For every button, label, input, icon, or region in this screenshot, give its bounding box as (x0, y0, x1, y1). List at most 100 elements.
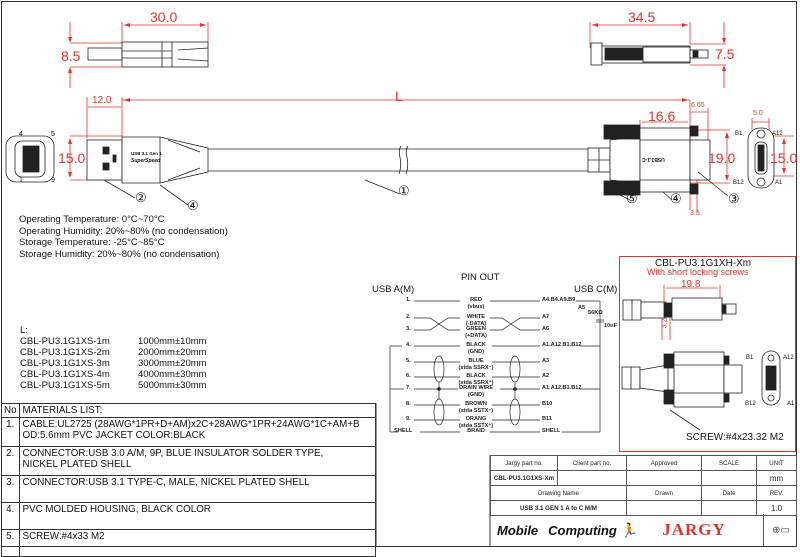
dest-pin: A6 (542, 326, 550, 332)
wire-color: GREEN (466, 326, 486, 332)
length-value: 2000mm±20mm (138, 347, 207, 358)
resistor-value: 56KΩ (588, 310, 603, 316)
spec-line: Storage Temperature: -25°C~85°C (19, 237, 165, 248)
dim-usb-c-tip: 6.65 (691, 102, 705, 109)
wire-color: RED (470, 297, 482, 303)
dim-usb-a-length: 30.0 (150, 9, 178, 25)
spec-line: Operating Humidity: 20%~80% (no condensa… (19, 225, 228, 237)
callout-4b: ④ (670, 191, 682, 206)
scale-value (701, 470, 757, 486)
item-no: 2. (1, 446, 20, 476)
dest-pin: SHELL (542, 428, 561, 434)
dest-pin: B11 (542, 416, 552, 422)
logo-strip: Mobile Computing 🏃 JARGY (491, 514, 763, 546)
client-part-value (557, 470, 627, 486)
variant-title: CBL-PU3.1G1XH-Xm (655, 258, 752, 269)
usb-c-pin-label: B12 (733, 180, 744, 186)
callout-5: ⑤ (626, 191, 638, 206)
materials-row: 1. CABLE:UL2725 (28AWG*1PR+D+AM)x2C+28AW… (1, 417, 377, 447)
dim-usb-c-screw: 3.5 (690, 210, 700, 217)
item-desc-line: CONNECTOR:USB 3.0 A/M, 9P, BLUE INSULATO… (22, 448, 324, 459)
length-value: 5000mm±30mm (138, 380, 207, 391)
variant-screw-dim: 3.2 (661, 318, 669, 329)
callout-2: ② (135, 190, 147, 205)
wire-color: BROWN (465, 401, 487, 407)
pin-number: 6. (406, 373, 411, 379)
materials-row: 4. PVC MOLDED HOUSING, BLACK COLOR (1, 502, 377, 530)
environment-specs: Operating Temperature: 0°C~70°C Operatin… (19, 214, 228, 260)
usb-a-pin-label: 1 (19, 177, 23, 184)
pin-number: 7. (406, 385, 411, 391)
approved-value (626, 470, 702, 486)
item-no: 5. (1, 529, 20, 557)
item-desc: CABLE:UL2725 (28AWG*1PR+D+AM)x2C+28AWG*1… (18, 417, 377, 447)
materials-title: MATERIALS LIST: (18, 403, 377, 418)
materials-no-header: No (1, 403, 20, 418)
item-desc: PVC MOLDED HOUSING, BLACK COLOR (18, 502, 377, 530)
dest-pin: A2 (542, 373, 550, 379)
length-row: CBL-PU3.1G1XS-4m 4000mm±30mm (20, 369, 207, 380)
wire-color: BLACK (466, 342, 486, 348)
dest-pin: A7 (542, 314, 550, 320)
length-row: CBL-PU3.1G1XS-5m 5000mm±30mm (20, 380, 207, 391)
length-value: 4000mm±30mm (138, 369, 207, 380)
logo-jargy: JARGY (662, 520, 726, 539)
pin-number: 3. (406, 326, 411, 332)
length-row: CBL-PU3.1G1XS-2m 2000mm±20mm (20, 347, 207, 358)
unit-value: mm (756, 470, 797, 486)
pin-number: SHELL (394, 428, 413, 434)
part-number: CBL-PU3.1G1XS-1m (20, 336, 110, 347)
wire-color: ORANG (465, 416, 487, 422)
wire-signal: (-DATA) (465, 321, 487, 327)
h-drawn: Drawn (626, 485, 702, 501)
variant-pin-label: B1 (746, 355, 754, 361)
dim-usb-a-height: 8.5 (61, 48, 81, 64)
variant-pin-label: A12 (783, 355, 794, 361)
h-unit: UNIT (756, 455, 797, 471)
variant-pin-label: B12 (745, 401, 756, 407)
dim-face-height: 15.0 (770, 150, 798, 166)
wire-color: BRAID (467, 428, 485, 434)
usb-c-pin-label: B1 (735, 131, 743, 137)
wire-signal: (+DATA) (465, 333, 487, 339)
wire-signal: (stda SSTX⁻) (458, 408, 494, 414)
part-number: CBL-PU3.1G1XS-3m (20, 358, 110, 369)
pin-number: 2. (406, 314, 411, 320)
h-approved: Approved (626, 455, 702, 471)
dim-face-width: 5.0 (753, 110, 763, 117)
materials-row: 3. CONNECTOR:USB 3.1 TYPE-C, MALE, NICKE… (1, 475, 377, 503)
dim-usb-a-plug: 12.0 (92, 95, 112, 106)
part-number: CBL-PU3.1G1XS-4m (20, 369, 110, 380)
wire-signal: (stda SSRX⁻) (458, 365, 494, 371)
wire-color: BLUE (468, 358, 484, 364)
item-desc-line: CABLE:UL2725 (28AWG*1PR+D+AM)x2C+28AWG*1… (22, 419, 360, 430)
pin-number: 4. (406, 342, 411, 348)
materials-row: 2. CONNECTOR:USB 3.0 A/M, 9P, BLUE INSUL… (1, 446, 377, 476)
pin-number: 8. (406, 401, 411, 407)
item-no: 4. (1, 502, 20, 530)
dim-usb-c-height: 7.5 (715, 46, 735, 62)
projection-symbol-icon: ⊕▭ (763, 514, 798, 546)
part-number: CBL-PU3.1G1XS-2m (20, 347, 110, 358)
drawing-frame (1, 1, 797, 547)
pinout-right-label: USB C(M) (574, 284, 618, 295)
materials-header: No MATERIALS LIST: (1, 403, 377, 418)
dest-pin: A1.A12.B1.B12 (542, 385, 582, 391)
usb-a-molding-logo: SuperSpeed (131, 158, 161, 164)
pinout-title: PIN OUT (461, 272, 500, 283)
callout-4: ④ (187, 198, 199, 213)
dest-pin: A4.B4.A9.B9 (542, 297, 576, 303)
running-man-icon: 🏃 (620, 521, 639, 538)
dest-pin: A1.A12.B1.B12 (542, 342, 582, 348)
item-desc: SCREW:#4x33 M2 (18, 529, 377, 557)
dim-overall-length: L (395, 88, 403, 104)
item-desc-line: NICKEL PLATED SHELL (22, 459, 132, 470)
usb-a-pin-label: 5 (51, 131, 55, 138)
wire-signal: (stda SSTX⁺) (458, 423, 494, 429)
variant-box (619, 256, 796, 452)
part-number: CBL-PU3.1G1XS-5m (20, 380, 110, 391)
wire-color: DRAIN WIRE (459, 385, 493, 391)
usb-a-molding-text: USB 3.1 Gen 1 (131, 151, 162, 156)
